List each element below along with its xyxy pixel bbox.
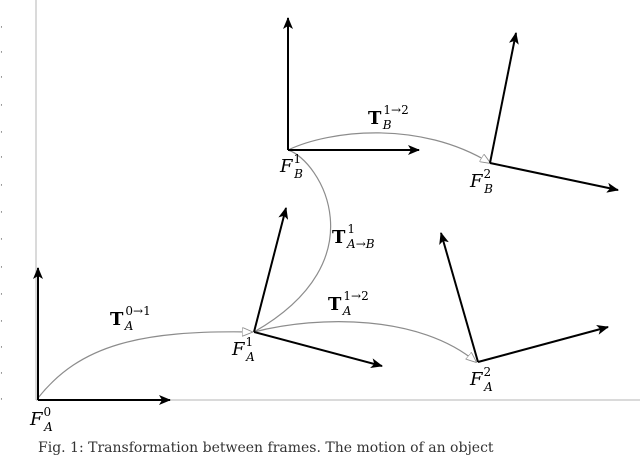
svg-text:·: · — [0, 343, 3, 353]
curve-A1-B1 — [253, 149, 332, 333]
svg-text:·: · — [0, 23, 3, 33]
svg-text:·: · — [0, 181, 3, 191]
svg-text:·: · — [0, 153, 3, 163]
svg-text:·: · — [0, 208, 3, 218]
frame-B2-axes — [489, 32, 619, 193]
svg-text:·: · — [0, 48, 3, 58]
svg-text:·: · — [0, 128, 3, 138]
svg-text:·: · — [0, 369, 3, 379]
svg-text:·: · — [0, 290, 3, 300]
frame-B1-axes — [283, 17, 420, 155]
svg-text:·: · — [0, 235, 3, 245]
curve-B1-B2 — [287, 132, 490, 163]
curve-A1-A2 — [253, 321, 476, 362]
frame-A0-axes — [33, 267, 171, 405]
svg-text:·: · — [0, 263, 3, 273]
svg-text:·: · — [0, 395, 3, 405]
frame-A1-axes — [253, 207, 383, 369]
left-margin-marks: · · · · · · · · · · · · · · · — [0, 23, 3, 405]
figure-caption: Fig. 1: Transformation between frames. T… — [38, 440, 494, 455]
frame-A2-axes — [439, 232, 609, 363]
svg-text:·: · — [0, 317, 3, 327]
curve-A0-A1 — [37, 332, 252, 399]
svg-text:·: · — [0, 101, 3, 111]
svg-text:·: · — [0, 73, 3, 83]
